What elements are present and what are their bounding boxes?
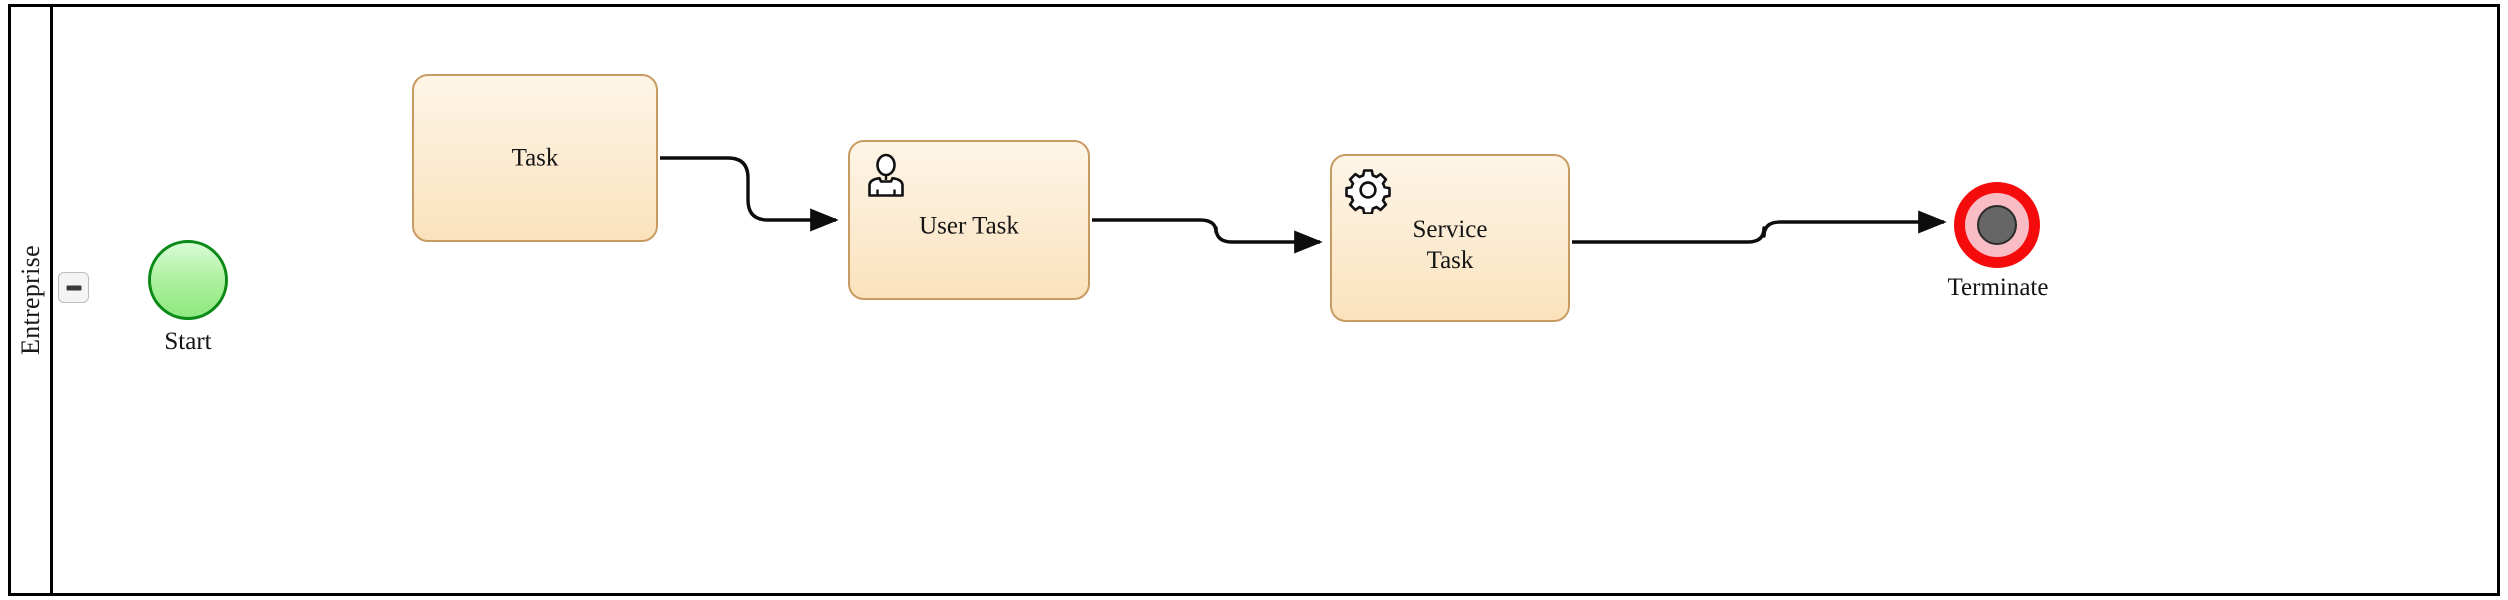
pool: Entreprise [8,4,2500,596]
user-icon [862,152,910,200]
gear-icon [1344,166,1392,215]
lane-header: Entreprise [11,7,53,593]
task-label-line1: Task [511,144,559,172]
task-label: Task [414,142,656,173]
service-task-label: Service Task [1332,213,1568,276]
start-event-label: Start [164,328,212,355]
lane-collapse-button[interactable] [58,272,89,303]
terminate-end-event-label: Terminate [1947,274,2049,301]
user-task-label-line1: User Task [919,212,1019,240]
service-task-label-line2: Task [1426,246,1474,274]
minus-icon [66,285,81,290]
user-task-node[interactable]: User Task [848,140,1090,300]
task-node[interactable]: Task [412,74,658,242]
terminate-core-icon [1977,205,2017,245]
service-task-label-line1: Service [1412,215,1488,243]
lane-label: Entreprise [15,245,45,355]
terminate-end-event[interactable] [1954,182,2040,268]
start-event[interactable] [148,240,228,320]
user-task-label: User Task [850,211,1088,242]
service-task-node[interactable]: Service Task [1330,154,1570,322]
